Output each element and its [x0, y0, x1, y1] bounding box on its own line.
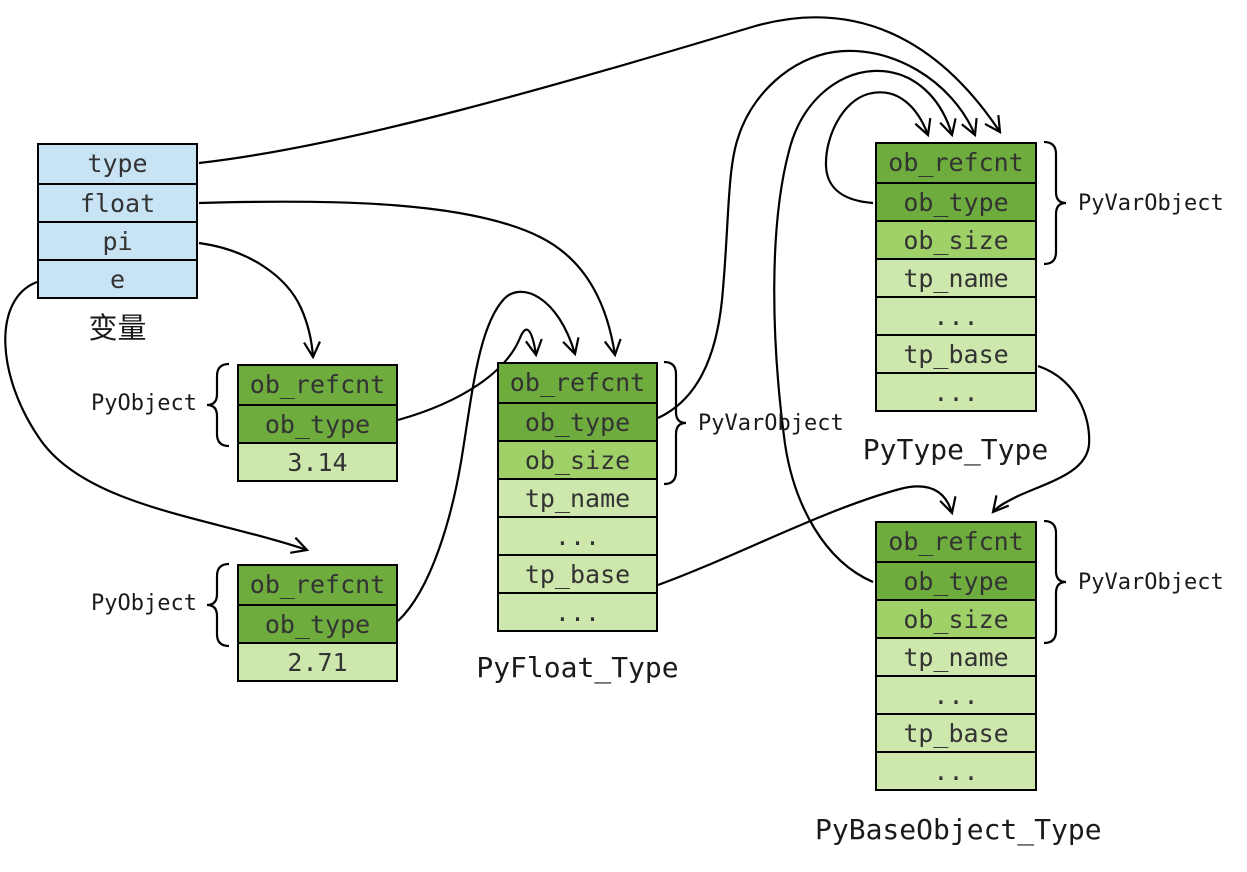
pyfloat-row-ellipsis-1: ...	[499, 516, 656, 554]
pi-row-ob-type: ob_type	[239, 404, 396, 442]
pytype-row-ob-refcnt: ob_refcnt	[877, 144, 1035, 182]
arrow-var-type-to-pytype	[198, 16, 1002, 165]
pytype-type-title: PyType_Type	[862, 433, 1049, 466]
e-row-ob-refcnt: ob_refcnt	[239, 566, 396, 604]
pyfloat-row-ob-refcnt: ob_refcnt	[499, 364, 656, 402]
arrow-pytype-obtype-self-loop	[824, 91, 932, 205]
variables-box: type float pi e	[37, 143, 198, 299]
pytype-type-box: ob_refcnt ob_type ob_size tp_name ... tp…	[875, 142, 1037, 412]
arrow-pyfloat-tpbase-to-pybase	[657, 485, 957, 587]
arrow-pi-obtype-to-pyfloat	[397, 328, 543, 422]
pyfloat-row-ob-size: ob_size	[499, 440, 656, 478]
pyfloat-row-ellipsis-2: ...	[499, 592, 656, 630]
pyfloat-row-tp-name: tp_name	[499, 478, 656, 516]
brace-pyvarobject-pyfloat	[663, 360, 687, 486]
pyvarobject-label-pybase: PyVarObject	[1078, 570, 1224, 595]
pybase-row-ob-refcnt: ob_refcnt	[877, 523, 1035, 561]
brace-pyobject-pi	[206, 362, 230, 448]
pybase-row-ob-size: ob_size	[877, 599, 1035, 637]
pytype-row-ellipsis-1: ...	[877, 296, 1035, 334]
pyfloat-type-title: PyFloat_Type	[476, 651, 679, 684]
pyvarobject-label-pyfloat: PyVarObject	[698, 411, 844, 436]
pybase-row-ellipsis-2: ...	[877, 751, 1035, 789]
arrow-var-pi-to-float-object	[198, 241, 321, 360]
pytype-row-ellipsis-2: ...	[877, 372, 1035, 410]
pi-row-value: 3.14	[239, 442, 396, 480]
pyobject-label-e: PyObject	[91, 591, 197, 616]
var-row-e: e	[39, 259, 196, 297]
arrow-pytype-tpbase-to-pybase	[991, 364, 1091, 514]
arrow-e-obtype-to-pyfloat	[397, 290, 580, 622]
pytype-row-ob-type: ob_type	[877, 182, 1035, 220]
var-row-type: type	[39, 145, 196, 183]
float-object-pi-box: ob_refcnt ob_type 3.14	[237, 364, 398, 482]
pybaseobject-type-box: ob_refcnt ob_type ob_size tp_name ... tp…	[875, 521, 1037, 791]
pytype-row-ob-size: ob_size	[877, 220, 1035, 258]
pybase-row-tp-name: tp_name	[877, 637, 1035, 675]
pyvarobject-label-pytype: PyVarObject	[1078, 191, 1224, 216]
pyfloat-row-ob-type: ob_type	[499, 402, 656, 440]
variables-caption: 变量	[88, 311, 147, 345]
pybase-row-tp-base: tp_base	[877, 713, 1035, 751]
pi-row-ob-refcnt: ob_refcnt	[239, 366, 396, 404]
pyobject-label-pi: PyObject	[91, 391, 197, 416]
brace-pyvarobject-pybase	[1043, 519, 1067, 645]
pyfloat-row-tp-base: tp_base	[499, 554, 656, 592]
arrow-var-e-to-float-object	[4, 280, 310, 554]
pytype-row-tp-name: tp_name	[877, 258, 1035, 296]
e-row-ob-type: ob_type	[239, 604, 396, 642]
float-object-e-box: ob_refcnt ob_type 2.71	[237, 564, 398, 682]
pytype-row-tp-base: tp_base	[877, 334, 1035, 372]
e-row-value: 2.71	[239, 642, 396, 680]
arrow-pyfloat-obtype-to-pytype	[657, 49, 978, 419]
arrow-pybase-obtype-to-pytype	[773, 69, 957, 584]
arrow-var-float-to-pyfloat	[198, 200, 622, 358]
var-row-pi: pi	[39, 221, 196, 259]
brace-pyobject-e	[206, 562, 230, 648]
brace-pyvarobject-pytype	[1043, 140, 1067, 266]
pybase-row-ob-type: ob_type	[877, 561, 1035, 599]
pybase-row-ellipsis-1: ...	[877, 675, 1035, 713]
pybaseobject-type-title: PyBaseObject_Type	[815, 813, 1102, 846]
var-row-float: float	[39, 183, 196, 221]
pyfloat-type-box: ob_refcnt ob_type ob_size tp_name ... tp…	[497, 362, 658, 632]
